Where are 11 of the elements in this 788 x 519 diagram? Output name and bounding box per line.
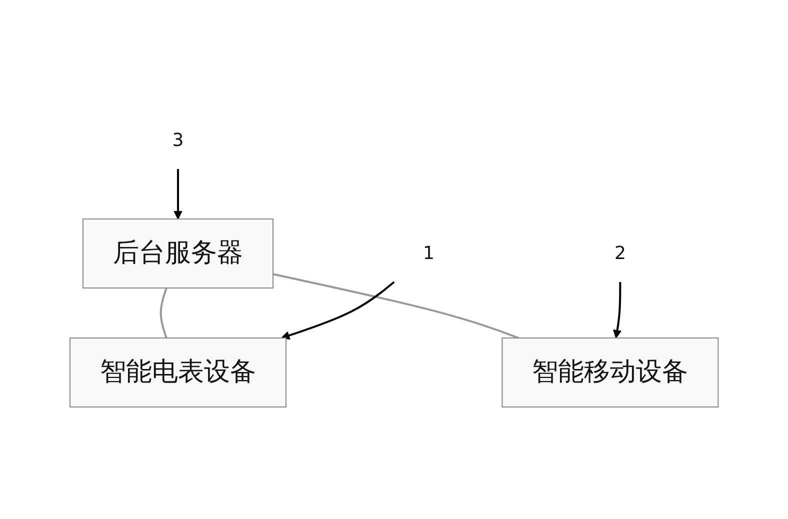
- node-text: 2: [614, 242, 626, 264]
- node-box: 智能移动设备: [502, 338, 719, 408]
- arrow: [280, 281, 395, 340]
- connector: [160, 288, 168, 338]
- arrow: [174, 169, 182, 220]
- node-box: 后台服务器: [82, 218, 274, 288]
- node-box: 智能电表设备: [69, 338, 286, 408]
- node-text: 1: [422, 242, 434, 264]
- arrow: [612, 282, 622, 338]
- connector: [272, 273, 519, 339]
- node-text: 3: [172, 130, 184, 151]
